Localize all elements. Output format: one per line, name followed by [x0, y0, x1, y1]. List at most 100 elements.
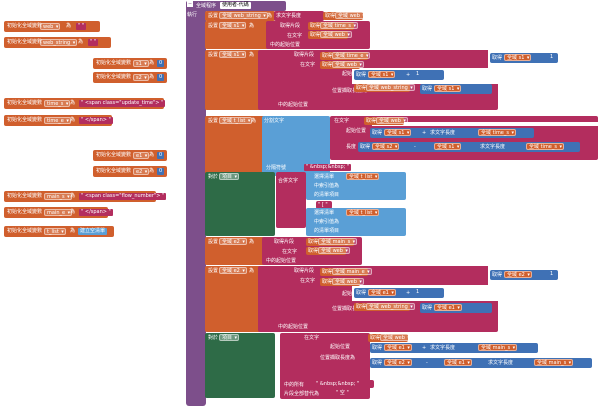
global-name[interactable]: web — [40, 23, 61, 31]
get-web-block[interactable]: 取得 全域 web — [320, 278, 364, 286]
number-slot[interactable]: 1 — [414, 289, 422, 296]
var-dropdown[interactable]: 全域 time_e — [332, 52, 371, 60]
procedure-header[interactable]: − 全域程序 使用者-代碼 — [186, 1, 286, 11]
bracket-text[interactable]: " [ " — [316, 201, 332, 209]
get-web-block[interactable]: 取得 全域 web — [306, 247, 350, 255]
var-dropdown[interactable]: 全域 t_list — [219, 117, 253, 125]
var-dropdown[interactable]: 全域 main_s — [318, 238, 358, 246]
global-name[interactable]: web_string — [40, 39, 78, 47]
math-minus-block[interactable]: 取得 全域 e1 — [420, 303, 492, 313]
var-dropdown[interactable]: 全域 web — [318, 247, 350, 255]
global-name[interactable]: e1 — [133, 152, 150, 160]
global-name[interactable]: main_s — [44, 193, 72, 201]
var-dropdown[interactable]: 全域 web_string — [366, 84, 415, 92]
space-text-block[interactable]: " 空 " — [334, 389, 354, 397]
for-each-block[interactable]: 對於 項目 — [205, 172, 275, 236]
global-value[interactable]: 0 — [157, 152, 165, 159]
global-value[interactable]: " </span> " — [79, 209, 113, 216]
var-dropdown[interactable]: 全域 s1 — [219, 22, 247, 30]
get-web-block[interactable]: 取得 全域 web — [323, 12, 367, 20]
global-s1-block[interactable]: 初始化全域變數 s1 為 0 — [93, 58, 167, 69]
var-dropdown[interactable]: 全域 s1 — [384, 129, 412, 137]
global-name[interactable]: e2 — [133, 168, 150, 176]
var-dropdown[interactable]: 全域 e2 — [384, 359, 412, 367]
get-time-s-block[interactable]: 取得 全域 time_s — [308, 22, 358, 30]
global-name[interactable]: main_e — [44, 209, 73, 217]
global-value[interactable]: " " — [88, 39, 99, 46]
var-dropdown[interactable]: 全域 main_s — [478, 344, 518, 352]
set-t-list-block[interactable]: 設置 全域 t_list 為 — [205, 116, 265, 176]
item-var[interactable]: 項目 — [219, 334, 240, 342]
set-e2-block[interactable]: 設置 全域 e2 為 — [205, 266, 265, 332]
global-value[interactable]: 0 — [157, 74, 165, 81]
var-dropdown[interactable]: 全域 web_string — [219, 12, 268, 20]
for-each-block-2[interactable]: 對於 項目 — [205, 333, 275, 398]
number-slot[interactable]: 1 — [414, 71, 422, 78]
procedure-block[interactable] — [186, 1, 206, 406]
math-minus-block[interactable]: 取得 全域 s1 — [420, 84, 492, 94]
global-value[interactable]: " <span class="flow_number"> " — [79, 193, 167, 200]
get-web-block[interactable]: 取得 全域 web — [364, 117, 408, 125]
collapse-icon[interactable]: − — [187, 1, 193, 7]
replace-all-block[interactable]: 在文字 起始位置 位置擷取長度為 中的所有 片段全部替代為 — [280, 333, 370, 399]
var-dropdown[interactable]: 全域 e1 — [444, 359, 472, 367]
global-web-block[interactable]: 初始化全域變數 web 為 " " — [4, 21, 100, 32]
get-main-s-block[interactable]: 取得 全域 main_s — [306, 238, 358, 246]
get-web-block[interactable]: 取得 全域 web — [368, 334, 412, 342]
global-e1-block[interactable]: 初始化全域變數 e1 為 0 — [93, 150, 167, 161]
global-name[interactable]: t_list — [44, 228, 66, 236]
global-value[interactable]: " " — [76, 23, 87, 30]
set-s2-block[interactable]: 設置 全域 e2 為 — [205, 237, 265, 265]
global-main-e-block[interactable]: 初始化全域變數 main_e 為 " </span> " — [4, 207, 113, 218]
var-dropdown[interactable]: 全域 e2 — [504, 271, 532, 279]
global-value[interactable]: 建立空清單 — [78, 228, 108, 235]
var-dropdown[interactable]: 全域 s1 — [504, 54, 532, 62]
set-web-string-block[interactable]: 設置 全域 web_string 為 — [205, 11, 275, 21]
math-minus-block[interactable]: 取得 全域 e2 - 全域 e1 求文字長度 全域 main_s — [370, 358, 592, 368]
procedure-name-input[interactable]: 使用者-代碼 — [220, 2, 251, 9]
global-s2-block[interactable]: 初始化全域變數 s2 為 0 — [93, 72, 167, 83]
var-dropdown[interactable]: 全域 s1 — [434, 143, 462, 151]
global-t-list-block[interactable]: 初始化全域變數 t_list 為 建立空清單 — [4, 226, 114, 237]
global-name[interactable]: s1 — [133, 60, 149, 68]
math-minus-block[interactable]: 取得 全域 e2 1 — [490, 270, 558, 280]
get-web-string-block[interactable]: 取得 全域 web_string — [354, 303, 415, 311]
var-dropdown[interactable]: 全域 s1 — [368, 71, 396, 79]
var-dropdown[interactable]: 全域 main_s — [534, 359, 574, 367]
math-minus-block[interactable]: 取得 全域 s2 - 全域 s1 求文字長度 全域 time_s — [358, 142, 580, 152]
math-plus-block[interactable]: 取得 全域 s1 + 1 — [354, 70, 444, 80]
select-item-block-2[interactable]: 選擇清單 中索引值為 的清單項目 全域 t_list — [306, 208, 406, 236]
global-main-s-block[interactable]: 初始化全域變數 main_s 為 " <span class="flow_num… — [4, 191, 167, 202]
var-dropdown[interactable]: 全域 s1 — [219, 51, 247, 59]
item-var[interactable]: 項目 — [219, 173, 240, 181]
global-value[interactable]: 0 — [157, 168, 165, 175]
math-plus-block[interactable]: 取得 全域 e1 + 1 — [354, 288, 444, 298]
select-item-block[interactable]: 選擇清單 中索引值為 的清單項目 全域 t_list — [306, 172, 406, 200]
number-slot[interactable]: 1 — [548, 271, 556, 278]
var-dropdown[interactable]: 全域 e1 — [368, 289, 396, 297]
nbsp-text-block[interactable]: " &nbsp;&nbsp; " — [314, 380, 374, 388]
var-dropdown[interactable]: 全域 web — [335, 12, 367, 20]
var-dropdown[interactable]: 全域 web — [376, 117, 408, 125]
global-e2-block[interactable]: 初始化全域變數 e2 為 0 — [93, 166, 167, 177]
math-minus-block[interactable]: 取得 全域 s1 1 — [490, 53, 558, 63]
var-dropdown[interactable]: 全域 main_e — [332, 268, 372, 276]
set-s1-block[interactable]: 設置 全域 s1 為 — [205, 21, 271, 49]
var-dropdown[interactable]: 全域 s2 — [372, 143, 400, 151]
var-dropdown[interactable]: 全域 web — [332, 61, 364, 69]
get-web-block[interactable]: 取得 全域 web — [308, 31, 352, 39]
get-web-string-block[interactable]: 取得 全域 web_string — [354, 84, 415, 92]
var-dropdown[interactable]: 全域 web — [320, 31, 352, 39]
var-dropdown[interactable]: 全域 s1 — [434, 85, 462, 93]
join-block[interactable]: 合併文字 — [276, 172, 306, 228]
global-value[interactable]: " <span class="update_time"> " — [79, 100, 166, 107]
var-dropdown[interactable]: 全域 time_s — [526, 143, 564, 151]
var-dropdown[interactable]: 全域 e2 — [219, 238, 247, 246]
global-value[interactable]: " </span> " — [79, 117, 113, 124]
var-dropdown[interactable]: 全域 time_s — [320, 22, 358, 30]
global-name[interactable]: time_s — [44, 100, 71, 108]
var-dropdown[interactable]: 全域 t_list — [346, 209, 380, 217]
var-dropdown[interactable]: 全域 e1 — [384, 344, 412, 352]
var-dropdown[interactable]: 全域 e2 — [219, 267, 247, 275]
var-dropdown[interactable]: 全域 web_string — [366, 303, 415, 311]
